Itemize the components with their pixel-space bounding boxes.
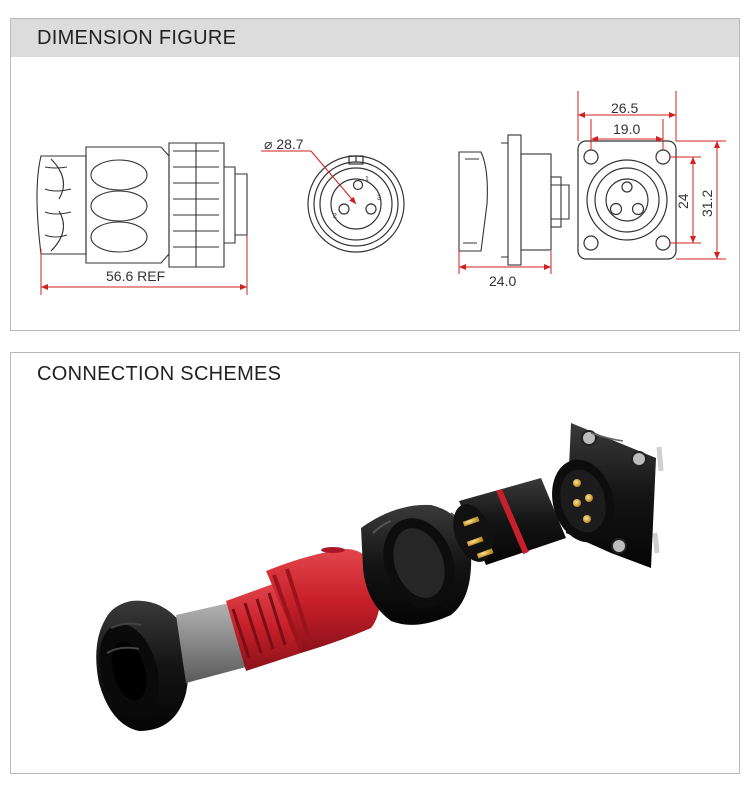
diameter-dimension — [261, 150, 357, 205]
depth-label: 24.0 — [489, 273, 516, 289]
exploded-connector-image — [96, 423, 664, 731]
rear-cap — [96, 600, 189, 731]
pin-numbers: 1 2 3 — [333, 176, 381, 220]
rear-dimensions — [577, 91, 726, 260]
plug-length-label: 56.6 REF — [106, 268, 165, 284]
dimension-figure-title: DIMENSION FIGURE — [37, 27, 237, 49]
flange-height-label: 31.2 — [699, 190, 715, 217]
front-view — [307, 155, 405, 253]
hole-spacing-label: 19.0 — [613, 121, 640, 137]
svg-text:3: 3 — [377, 195, 381, 202]
receptacle-rear-view — [577, 140, 677, 260]
dimension-header-bar — [11, 19, 739, 57]
plug-insert — [453, 478, 566, 565]
depth-dimension — [458, 251, 552, 274]
plug-length-dimension — [40, 235, 248, 295]
receptacle-side-view — [458, 134, 570, 266]
dimension-drawing: 56.6 REF ⌀ 28.7 1 2 3 — [36, 91, 726, 295]
connection-schemes-panel: CONNECTION SCHEMES — [10, 352, 740, 774]
flange-width-label: 26.5 — [611, 100, 638, 116]
plug-side-view — [36, 142, 248, 268]
dimension-figure-panel: DIMENSION FIGURE — [10, 18, 740, 331]
connection-schemes-title: CONNECTION SCHEMES — [37, 363, 282, 385]
svg-text:2: 2 — [333, 213, 337, 220]
svg-text:1: 1 — [365, 176, 369, 183]
hole-spacing-vertical-label: 24 — [675, 193, 691, 209]
panel-receptacle — [552, 423, 664, 568]
red-body — [266, 547, 380, 653]
diameter-label: ⌀ 28.7 — [264, 136, 304, 152]
